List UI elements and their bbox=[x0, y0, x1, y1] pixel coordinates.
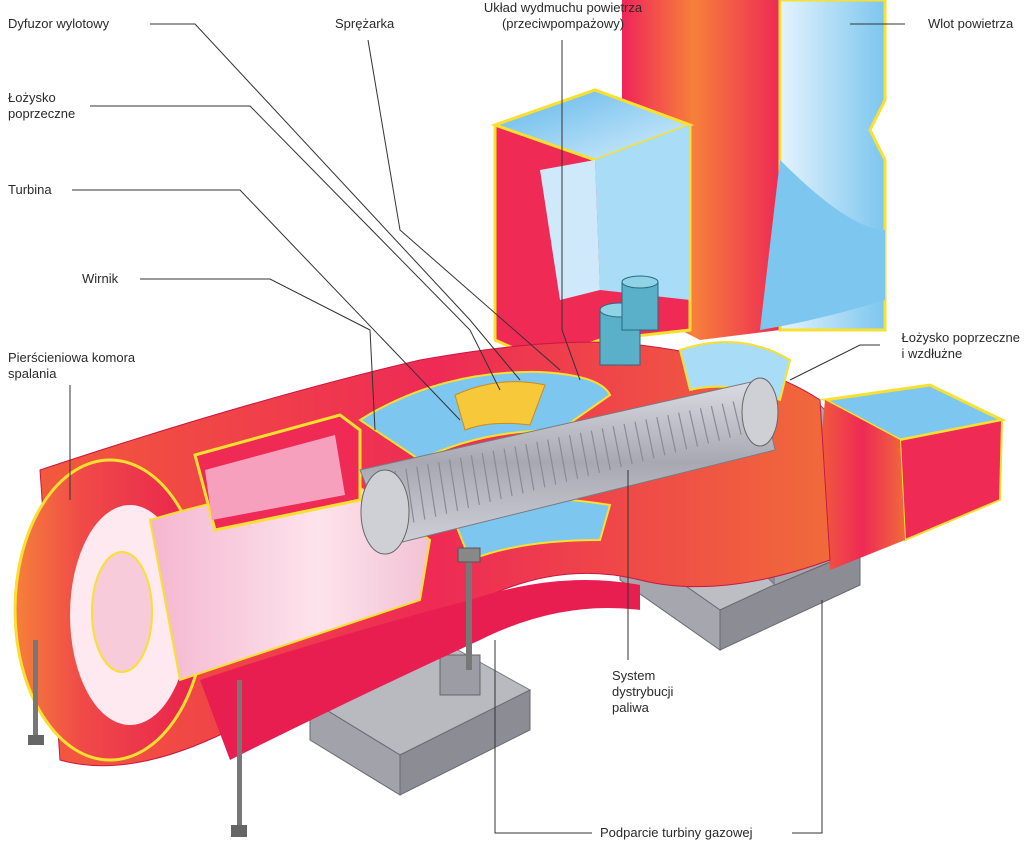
compressor-blades bbox=[394, 396, 764, 526]
label-blowoff-line2: (przeciwpompażowy) bbox=[501, 16, 625, 31]
label-bearing-line1: Łożysko bbox=[8, 90, 56, 105]
leader-lines bbox=[69, 23, 905, 834]
label-fuel-line2: dystrybucji bbox=[612, 684, 674, 699]
label-diffuser: Dyfuzor wylotowy bbox=[8, 16, 110, 31]
label-compressor: Sprężarka bbox=[335, 16, 395, 31]
label-bearing: Łożysko poprzeczne bbox=[8, 90, 75, 122]
air-stacks bbox=[490, 0, 887, 362]
label-combustor-line2: spalania bbox=[8, 366, 57, 381]
inlet-duct-lower bbox=[820, 383, 1007, 570]
label-inlet: Wlot powietrza bbox=[928, 16, 1014, 31]
label-fuel-line1: System bbox=[612, 668, 656, 683]
label-support: Podparcie turbiny gazowej bbox=[600, 825, 753, 840]
label-combustor: Pierścieniowa komora spalania bbox=[8, 350, 135, 382]
blowoff-valves bbox=[599, 275, 659, 366]
label-blowoff: Układ wydmuchu powietrza (przeciwpompażo… bbox=[418, 0, 708, 32]
label-thrust-bearing: Łożysko poprzeczne i wzdłużne bbox=[901, 330, 1020, 362]
label-fuel-system: System dystrybucji paliwa bbox=[612, 668, 673, 716]
label-turbine: Turbina bbox=[8, 182, 52, 197]
rotor bbox=[359, 377, 779, 555]
label-thrust-bearing-line1: Łożysko poprzeczne bbox=[901, 330, 1020, 345]
label-rotor: Wirnik bbox=[82, 271, 119, 286]
label-fuel-line3: paliwa bbox=[612, 700, 649, 715]
label-combustor-line1: Pierścieniowa komora bbox=[8, 350, 136, 365]
label-blowoff-line1: Układ wydmuchu powietrza bbox=[483, 0, 643, 15]
label-thrust-bearing-line2: i wzdłużne bbox=[901, 346, 963, 361]
support-legs bbox=[28, 547, 481, 837]
label-bearing-line2: poprzeczne bbox=[8, 106, 76, 121]
